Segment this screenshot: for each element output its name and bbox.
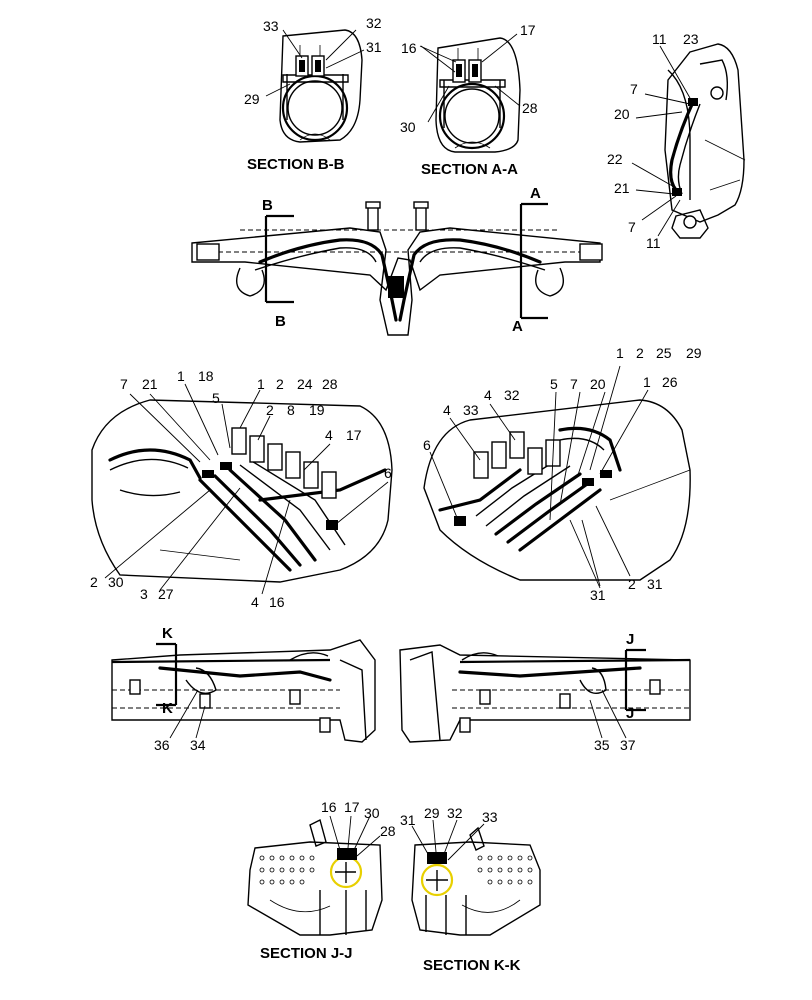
lower-left-assembly: K K 36 34: [111, 625, 376, 753]
callout-dl-6: 6: [384, 465, 392, 481]
callout-kk-32: 32: [447, 805, 463, 821]
callout-side-21: 21: [614, 180, 630, 196]
callout-dr-26: 26: [662, 374, 678, 390]
cut-marker-b-bottom: B: [275, 313, 286, 330]
callout-aa-28: 28: [522, 100, 538, 116]
callout-kk-29: 29: [424, 805, 440, 821]
callout-lr-35: 35: [594, 737, 610, 753]
callout-dr-31b: 31: [647, 576, 663, 592]
callout-aa-30: 30: [400, 119, 416, 135]
callout-dr-1b: 1: [643, 374, 651, 390]
callout-jj-28: 28: [380, 823, 396, 839]
callout-kk-33: 33: [482, 809, 498, 825]
callout-dl-27: 27: [158, 586, 174, 602]
callout-dr-32: 32: [504, 387, 520, 403]
callout-dl-30: 30: [108, 574, 124, 590]
callout-kk-31: 31: [400, 812, 416, 828]
section-jj-title: SECTION J-J: [260, 945, 353, 962]
callout-dr-29: 29: [686, 345, 702, 361]
callout-dl-5: 5: [212, 390, 220, 406]
callout-dr-33: 33: [463, 402, 479, 418]
callout-lr-37: 37: [620, 737, 636, 753]
callout-dr-4a: 4: [484, 387, 492, 403]
callout-dl-24: 24: [297, 376, 313, 392]
callout-dl-3: 3: [140, 586, 148, 602]
callout-side-7-bottom: 7: [628, 219, 636, 235]
callout-ll-36: 36: [154, 737, 170, 753]
callout-dl-1a: 1: [177, 368, 185, 384]
callout-dl-17: 17: [346, 427, 362, 443]
callout-dr-1a: 1: [616, 345, 624, 361]
callout-bb-29: 29: [244, 91, 260, 107]
callout-side-20: 20: [614, 106, 630, 122]
callout-dr-2a: 2: [636, 345, 644, 361]
callout-jj-30: 30: [364, 805, 380, 821]
side-view-bracket: 11 23 7 20 22 21 7 11: [607, 31, 746, 251]
callout-dr-4b: 4: [443, 402, 451, 418]
callout-dl-19: 19: [309, 402, 325, 418]
cut-marker-a-top: A: [530, 185, 541, 202]
detail-view-left: 7 21 1 18 1 2 24 28 5 2 8 19 4 17 6 2 30…: [90, 368, 393, 610]
callout-dl-18: 18: [198, 368, 214, 384]
callout-aa-17: 17: [520, 22, 536, 38]
callout-ll-34: 34: [190, 737, 206, 753]
callout-dr-5: 5: [550, 376, 558, 392]
callout-bb-31: 31: [366, 39, 382, 55]
callout-side-11-top: 11: [652, 31, 667, 47]
callout-bb-32: 32: [366, 15, 382, 31]
callout-aa-16: 16: [401, 40, 417, 56]
callout-bb-33: 33: [263, 18, 279, 34]
callout-dr-20: 20: [590, 376, 606, 392]
callout-dl-16: 16: [269, 594, 285, 610]
callout-dr-6: 6: [423, 437, 431, 453]
section-bb-view: 33 32 31 29 SECTION B-B: [244, 15, 382, 173]
cut-marker-a-bottom: A: [512, 318, 523, 335]
section-aa-title: SECTION A-A: [421, 161, 518, 178]
callout-dl-7: 7: [120, 376, 128, 392]
main-assembly-view: B B A A: [191, 185, 603, 336]
lower-right-assembly: J J 35 37: [399, 631, 691, 753]
section-bb-title: SECTION B-B: [247, 156, 345, 173]
detail-view-right: 1 2 25 29 4 32 5 7 20 1 26 4 33 6 31 2 3…: [423, 345, 702, 603]
perforation-pattern-kk: [477, 855, 533, 885]
callout-side-22: 22: [607, 151, 623, 167]
callout-dr-31a: 31: [590, 587, 606, 603]
callout-dl-2b: 2: [266, 402, 274, 418]
callout-side-11-bottom: 11: [646, 235, 661, 251]
callout-dl-2c: 2: [90, 574, 98, 590]
cut-marker-k-bottom: K: [162, 700, 173, 717]
callout-dr-7: 7: [570, 376, 578, 392]
callout-dl-28: 28: [322, 376, 338, 392]
callout-jj-16: 16: [321, 799, 337, 815]
cut-marker-k-top: K: [162, 625, 173, 642]
section-kk-view: 31 29 32 33 SECTION K-K: [400, 805, 541, 974]
callout-dl-4b: 4: [251, 594, 259, 610]
cut-marker-b-top: B: [262, 197, 273, 214]
callout-dr-25: 25: [656, 345, 672, 361]
callout-dl-21: 21: [142, 376, 158, 392]
callout-dl-4a: 4: [325, 427, 333, 443]
callout-jj-17: 17: [344, 799, 360, 815]
callout-dl-1b: 1: [257, 376, 265, 392]
callout-side-23: 23: [683, 31, 699, 47]
section-kk-title: SECTION K-K: [423, 957, 521, 974]
section-jj-view: 16 17 30 28 SECTION J-J: [247, 799, 396, 962]
callout-dl-8: 8: [287, 402, 295, 418]
callout-side-7-top: 7: [630, 81, 638, 97]
cut-marker-j-bottom: J: [626, 705, 634, 722]
callout-dl-2a: 2: [276, 376, 284, 392]
perforation-pattern-jj: [259, 855, 315, 885]
callout-dr-2b: 2: [628, 576, 636, 592]
section-aa-view: 16 17 28 30 SECTION A-A: [400, 22, 538, 178]
cut-marker-j-top: J: [626, 631, 634, 648]
